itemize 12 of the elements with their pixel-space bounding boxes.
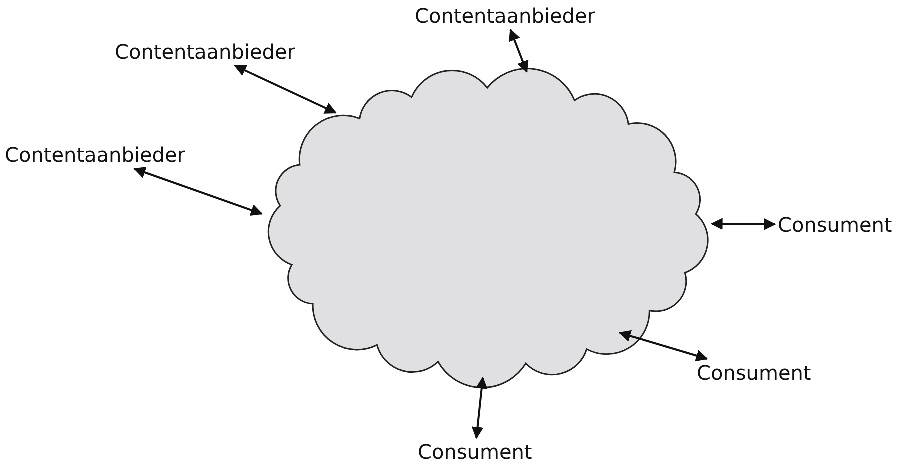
node-label: Consument (778, 213, 892, 237)
double-arrow (618, 330, 708, 362)
node-label: Consument (418, 440, 532, 464)
node-label: Contentaanbieder (5, 143, 186, 167)
double-arrow (509, 28, 529, 74)
double-arrow (710, 218, 776, 230)
node-label: Contentaanbieder (415, 4, 596, 28)
node-label: Contentaanbieder (115, 40, 296, 64)
double-arrow (134, 166, 264, 216)
double-arrow (234, 65, 338, 114)
double-arrow (472, 376, 488, 440)
node-label: Consument (697, 361, 812, 385)
